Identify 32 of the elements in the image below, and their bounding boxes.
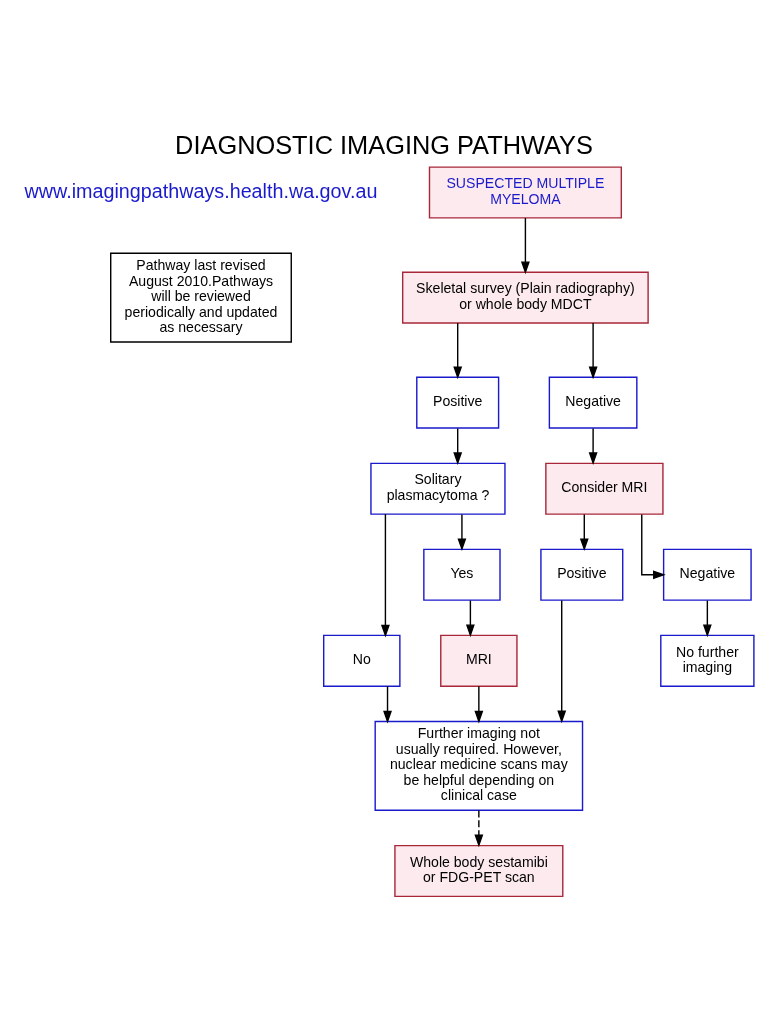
node-box: No bbox=[323, 634, 401, 687]
arrow bbox=[465, 599, 475, 638]
node-box: Consider MRI bbox=[545, 462, 664, 515]
arrow bbox=[557, 599, 567, 724]
node-box: Pathway last revised August 2010.Pathways will be reviewed periodically and updated as necessary bbox=[110, 252, 292, 343]
arrow bbox=[453, 322, 463, 380]
arrow bbox=[380, 513, 390, 638]
arrow bbox=[474, 809, 484, 848]
arrow bbox=[383, 685, 392, 724]
arrow bbox=[588, 427, 598, 466]
arrow bbox=[641, 513, 666, 580]
arrow bbox=[520, 217, 530, 275]
label: www.imagingpathways.health.wa.gov.au bbox=[24, 179, 378, 202]
node-box: MRI bbox=[440, 634, 518, 687]
node-box: Positive bbox=[416, 376, 500, 429]
arrow bbox=[702, 599, 712, 638]
node-box: Positive bbox=[540, 548, 624, 601]
arrow bbox=[579, 513, 589, 552]
arrow bbox=[588, 322, 598, 380]
node-box: No further imaging bbox=[660, 634, 755, 687]
arrow bbox=[457, 513, 467, 552]
node-box: SUSPECTED MULTIPLE MYELOMA bbox=[428, 166, 622, 219]
diagram-title: DIAGNOSTIC IMAGING PATHWAYS bbox=[175, 130, 593, 159]
arrow bbox=[474, 685, 484, 724]
node-box: Whole body sestamibi or FDG-PET scan bbox=[394, 844, 564, 898]
node-box: Yes bbox=[423, 548, 501, 601]
node-box: Solitary plasmacytoma ? bbox=[370, 462, 506, 515]
node-box: Negative bbox=[548, 376, 638, 429]
node-box: Further imaging not usually required. However, nuclear medicine scans may be helpful depending on clinical case bbox=[374, 720, 584, 812]
node-box: Skeletal survey (Plain radiography) or whole body MDCT bbox=[402, 271, 649, 324]
node-box: Negative bbox=[662, 548, 752, 601]
arrow bbox=[453, 427, 463, 466]
